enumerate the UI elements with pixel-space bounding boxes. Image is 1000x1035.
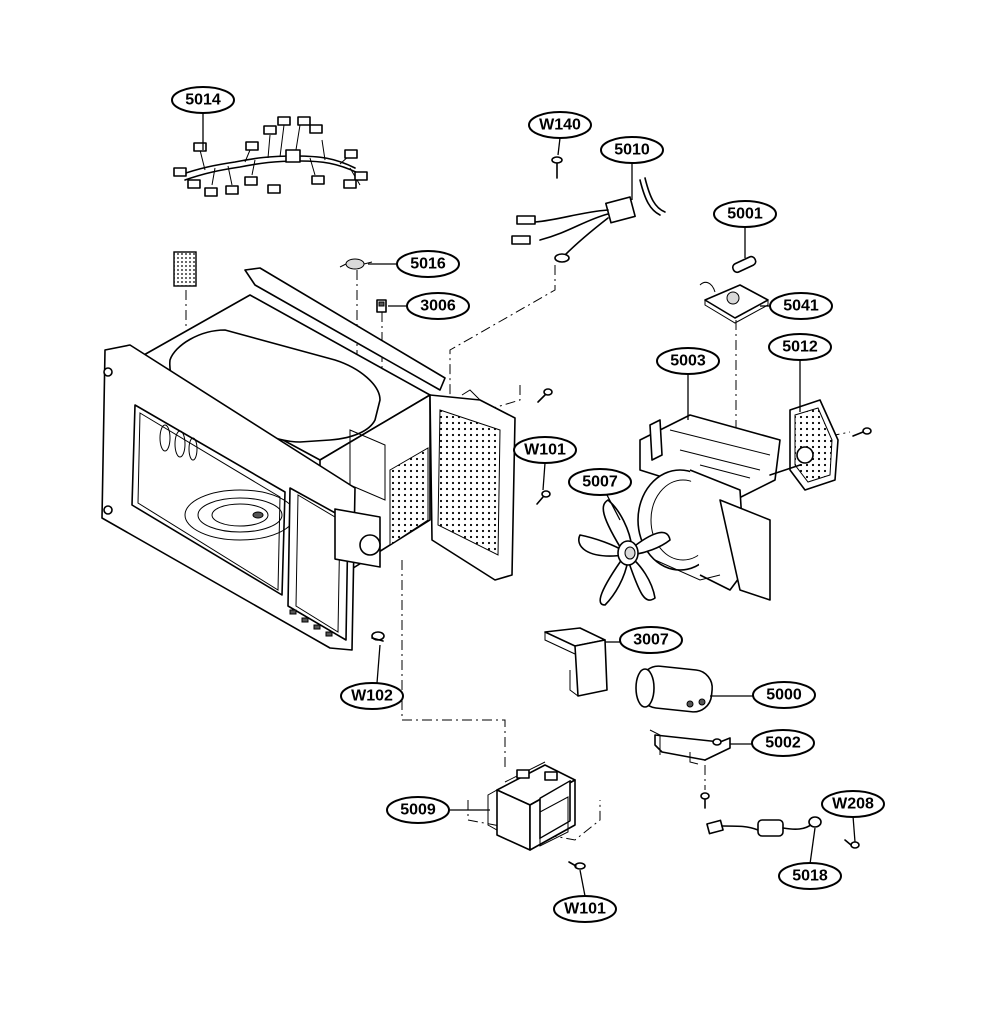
power-cord-5010 — [511, 177, 666, 263]
callout-5001: 5001 — [713, 200, 777, 228]
svg-text:3006: 3006 — [420, 298, 456, 315]
fan-blade-5007 — [578, 499, 671, 606]
callout-3007: 3007 — [619, 626, 683, 654]
svg-text:5000: 5000 — [766, 687, 802, 704]
thermostat-5016 — [339, 258, 373, 270]
fan-bracket-5003 — [637, 414, 781, 601]
svg-text:W101: W101 — [524, 442, 566, 459]
screw-w101b — [568, 861, 586, 870]
leader-lines — [202, 112, 856, 897]
svg-text:5010: 5010 — [614, 142, 650, 159]
screw-w140 — [551, 156, 563, 179]
callout-w208: W208 — [821, 790, 885, 818]
svg-text:5001: 5001 — [727, 206, 763, 223]
callout-5010: 5010 — [600, 136, 664, 164]
transformer-5009 — [487, 761, 576, 851]
fan-motor-5012 — [769, 399, 839, 491]
callout-w140: W140 — [528, 111, 592, 139]
svg-text:W102: W102 — [351, 688, 393, 705]
callout-5009: 5009 — [386, 796, 450, 824]
screw-5002 — [700, 792, 710, 809]
callout-5041: 5041 — [769, 292, 833, 320]
callout-5007: 5007 — [568, 468, 632, 496]
fuse-5001 — [731, 255, 757, 274]
svg-text:W101: W101 — [564, 901, 606, 918]
callout-5003: 5003 — [656, 347, 720, 375]
callout-3006: 3006 — [406, 292, 470, 320]
part-3006 — [376, 299, 387, 313]
callout-w101-top: W101 — [513, 436, 577, 464]
sensor-lead-5018 — [706, 816, 822, 837]
capacitor-5000 — [635, 665, 714, 713]
callout-w101-bottom: W101 — [553, 895, 617, 923]
insulation-pad — [173, 251, 197, 287]
svg-text:5007: 5007 — [582, 474, 618, 491]
small-screws — [536, 388, 872, 505]
screw-w102 — [371, 631, 385, 642]
callout-w102: W102 — [340, 682, 404, 710]
callout-5018: 5018 — [778, 862, 842, 890]
svg-text:5012: 5012 — [782, 339, 818, 356]
pcb-5041 — [699, 281, 769, 324]
svg-text:5041: 5041 — [783, 298, 819, 315]
callout-5014: 5014 — [171, 86, 235, 114]
bracket-3007 — [544, 627, 608, 697]
svg-text:5009: 5009 — [400, 802, 436, 819]
callout-5012: 5012 — [768, 333, 832, 361]
wire-harness-5014 — [173, 116, 368, 197]
oven-cavity-frame — [101, 267, 446, 651]
svg-text:W140: W140 — [539, 117, 581, 134]
callout-5016: 5016 — [396, 250, 460, 278]
svg-text:5016: 5016 — [410, 256, 446, 273]
svg-text:5014: 5014 — [185, 92, 221, 109]
svg-text:3007: 3007 — [633, 632, 669, 649]
callout-5002: 5002 — [751, 729, 815, 757]
svg-text:W208: W208 — [832, 796, 874, 813]
svg-text:5003: 5003 — [670, 353, 706, 370]
svg-text:5002: 5002 — [765, 735, 801, 752]
svg-text:5018: 5018 — [792, 868, 828, 885]
screw-w208 — [844, 839, 860, 849]
bracket-5002 — [649, 729, 731, 765]
callout-5000: 5000 — [752, 681, 816, 709]
vent-panel — [429, 389, 516, 581]
